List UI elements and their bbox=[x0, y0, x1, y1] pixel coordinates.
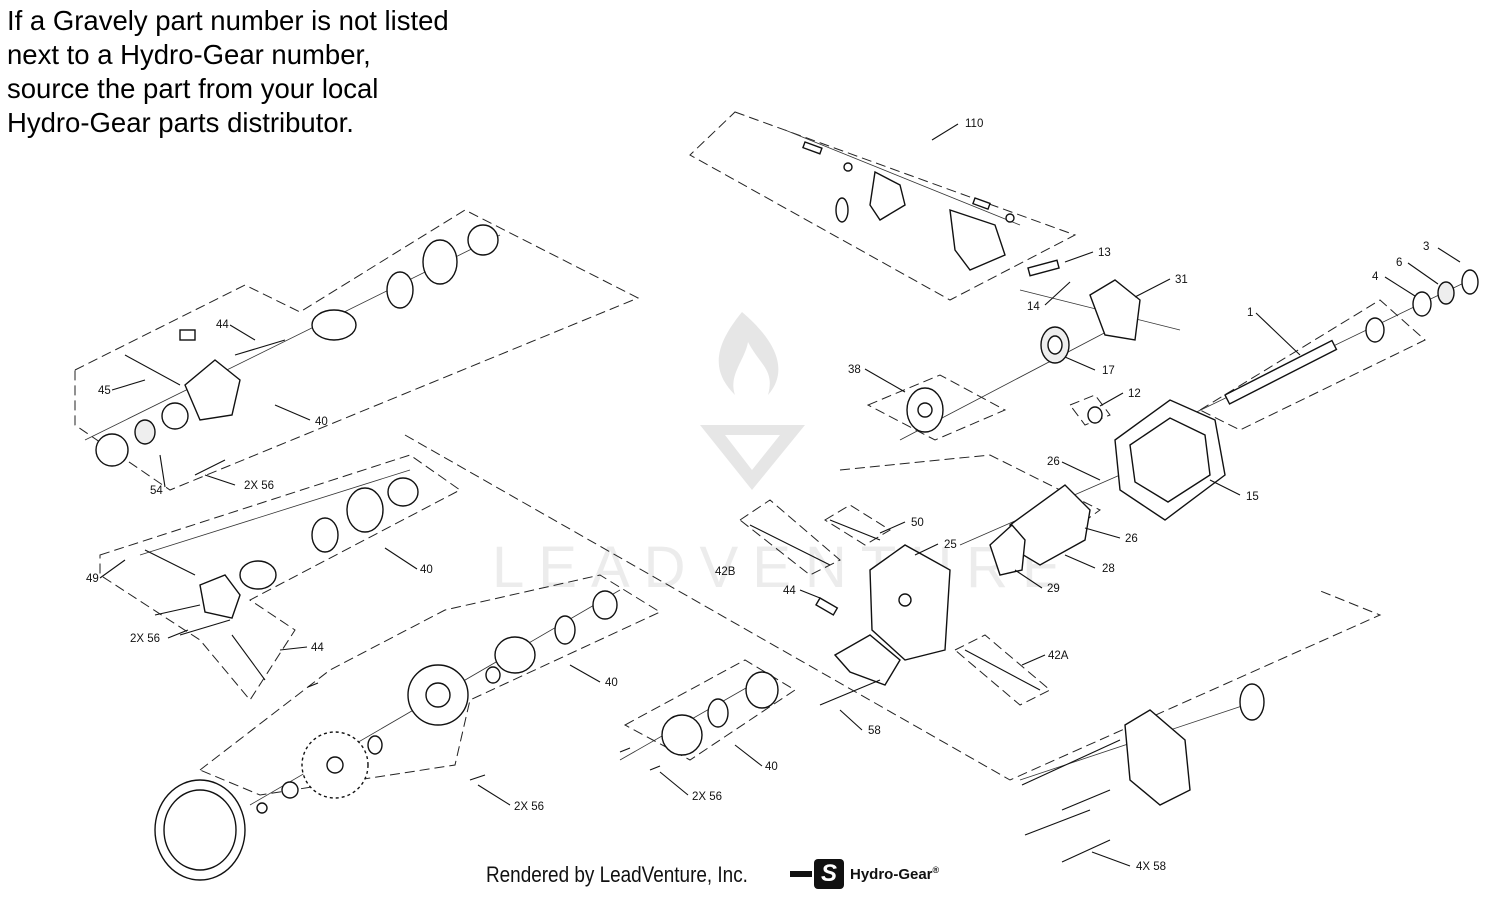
parts bbox=[95, 141, 1479, 881]
parts-note: If a Gravely part number is not listed n… bbox=[7, 4, 527, 140]
callout-40-lower: 40 bbox=[605, 677, 618, 689]
callout-26-lower: 26 bbox=[1125, 533, 1138, 545]
v-logo-icon bbox=[700, 425, 805, 490]
callout-45: 45 bbox=[98, 385, 111, 397]
note-line-2: next to a Hydro-Gear number, bbox=[7, 39, 371, 70]
callout-12: 12 bbox=[1128, 388, 1141, 400]
callout-2x-56-upper: 2X 56 bbox=[244, 480, 274, 492]
callout-2x-56-middle: 2X 56 bbox=[130, 633, 160, 645]
callout-44-center: 44 bbox=[783, 585, 796, 597]
callout-29: 29 bbox=[1047, 583, 1060, 595]
group-110-outline bbox=[689, 111, 1077, 301]
callout-15: 15 bbox=[1246, 491, 1259, 503]
housing-to-plate-path bbox=[404, 434, 1382, 781]
leader-lines bbox=[99, 123, 1461, 867]
callout-44-upper: 44 bbox=[216, 319, 229, 331]
callout-labels: 110 13 14 31 3 4 6 1 17 38 12 26 15 26 2… bbox=[86, 118, 1429, 873]
group-50-outline bbox=[824, 504, 891, 546]
callout-40-upper: 40 bbox=[315, 416, 328, 428]
group-upper-pump-outline bbox=[74, 209, 640, 491]
callout-42a: 42A bbox=[1048, 650, 1069, 662]
callout-14: 14 bbox=[1027, 301, 1040, 313]
group-1-outline bbox=[1198, 299, 1426, 431]
note-line-1: If a Gravely part number is not listed bbox=[7, 5, 449, 36]
callout-49: 49 bbox=[86, 573, 99, 585]
callout-42b: 42B bbox=[715, 566, 736, 578]
callout-50: 50 bbox=[911, 517, 924, 529]
registered-mark: ® bbox=[932, 865, 940, 875]
callout-58: 58 bbox=[868, 725, 881, 737]
callout-44-middle: 44 bbox=[311, 642, 324, 654]
note-line-4: Hydro-Gear parts distributor. bbox=[7, 107, 354, 138]
callout-2x-56-lower-right: 2X 56 bbox=[692, 791, 722, 803]
note-line-3: source the part from your local bbox=[7, 73, 379, 104]
callout-40-middle: 40 bbox=[420, 564, 433, 576]
callout-40-lower-right: 40 bbox=[765, 761, 778, 773]
flame-icon bbox=[718, 312, 779, 395]
watermark-text: LEADVENTURE bbox=[492, 535, 1075, 600]
group-42b-outline bbox=[739, 499, 841, 576]
watermark: LEADVENTURE bbox=[492, 312, 1075, 600]
callout-1: 1 bbox=[1247, 307, 1253, 319]
callout-17: 17 bbox=[1102, 365, 1115, 377]
callout-31: 31 bbox=[1175, 274, 1188, 286]
group-38-outline bbox=[866, 374, 1007, 441]
callout-2x-56-lower: 2X 56 bbox=[514, 801, 544, 813]
callout-38: 38 bbox=[848, 364, 861, 376]
callout-28: 28 bbox=[1102, 563, 1115, 575]
hydro-gear-logo: S Hydro-Gear® bbox=[790, 856, 939, 892]
callout-4: 4 bbox=[1372, 271, 1379, 283]
hydro-gear-emblem-icon: S bbox=[814, 859, 844, 889]
callout-6: 6 bbox=[1396, 257, 1402, 269]
logo-bar-icon bbox=[790, 871, 812, 877]
group-42a-outline bbox=[954, 634, 1051, 706]
callout-3: 3 bbox=[1423, 241, 1429, 253]
group-12-outline bbox=[1069, 394, 1111, 426]
hydro-gear-wordmark: Hydro-Gear® bbox=[850, 865, 939, 883]
callout-4x-58: 4X 58 bbox=[1136, 861, 1166, 873]
callout-13: 13 bbox=[1098, 247, 1111, 259]
rendered-by-footer: Rendered by LeadVenture, Inc. bbox=[486, 862, 748, 887]
callout-54: 54 bbox=[150, 485, 163, 497]
callout-25: 25 bbox=[944, 539, 957, 551]
brand-name: Hydro-Gear bbox=[850, 866, 933, 883]
callout-26-upper: 26 bbox=[1047, 456, 1060, 468]
group-middle-pump-outline bbox=[99, 454, 461, 701]
callout-110: 110 bbox=[965, 118, 983, 130]
